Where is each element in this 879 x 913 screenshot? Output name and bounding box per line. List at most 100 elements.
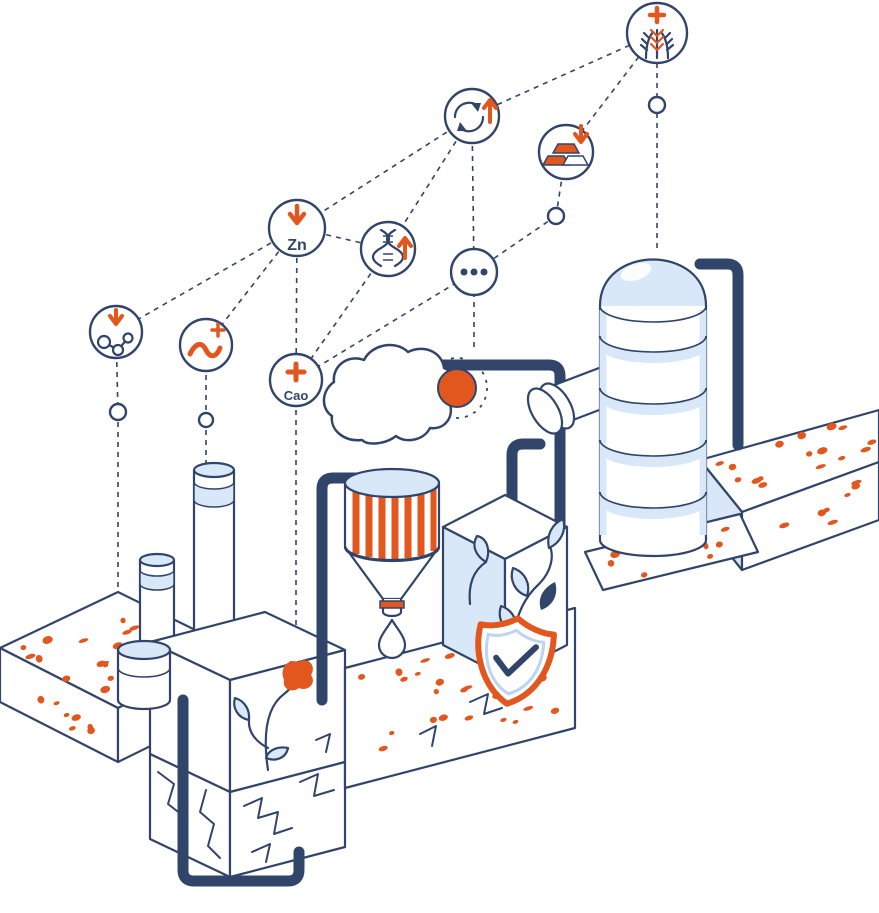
soil-dots xyxy=(779,479,862,529)
soil-dots xyxy=(607,526,730,578)
funnel-stripe xyxy=(430,486,437,551)
crack xyxy=(243,797,293,835)
soil-cracks xyxy=(157,733,335,863)
shield-checkmark-icon xyxy=(493,644,540,677)
cloud-shape xyxy=(322,343,458,445)
connector xyxy=(471,115,475,273)
recycle-arrowhead xyxy=(471,103,481,112)
sprig-stem xyxy=(468,560,488,606)
arrow-down-icon xyxy=(287,203,307,226)
crack xyxy=(199,789,221,859)
plus-glyph xyxy=(210,322,226,338)
crack xyxy=(419,725,437,747)
soil-particle xyxy=(867,439,877,445)
ring-seam xyxy=(599,491,707,509)
wheat-grains xyxy=(639,31,675,52)
node-minerals xyxy=(537,123,595,181)
small-tank xyxy=(116,639,172,711)
soil-particle xyxy=(734,477,742,483)
connector-dot xyxy=(197,411,215,429)
recycle-up-icon xyxy=(453,98,498,133)
soil-particle xyxy=(851,479,862,486)
leaf xyxy=(473,534,490,564)
soil-particle xyxy=(42,636,53,644)
icon-nodes: Zn xyxy=(88,1,689,429)
growth-box xyxy=(441,493,569,679)
gold-bars-down-icon xyxy=(541,124,590,166)
spout-flange xyxy=(379,600,405,609)
soil-particle xyxy=(523,706,534,711)
soil-particle xyxy=(460,687,468,693)
soil-particle xyxy=(500,717,507,722)
soil-particle xyxy=(63,712,70,718)
connector-dot xyxy=(546,206,566,226)
funnel-stripe xyxy=(391,486,399,559)
soil-particle xyxy=(101,660,110,666)
dome-highlight xyxy=(620,262,652,282)
crack xyxy=(315,733,331,753)
funnel-stripes xyxy=(352,486,437,559)
soil-particle xyxy=(69,726,76,731)
soil-particle xyxy=(550,707,560,714)
leaf xyxy=(510,566,530,598)
node-dna xyxy=(359,220,417,278)
soil-particle xyxy=(53,701,60,706)
ring-band xyxy=(600,440,706,467)
funnel-stripe xyxy=(417,486,425,556)
up-arrow-glyph xyxy=(482,98,498,124)
node-label-cao: Cao xyxy=(284,388,309,403)
cloud xyxy=(322,343,458,445)
soil-particle xyxy=(720,526,730,532)
soil-particle xyxy=(607,559,615,567)
dna-up-icon xyxy=(371,228,413,268)
molecule-down-icon xyxy=(96,308,134,357)
leaf xyxy=(547,517,566,550)
dome-seam xyxy=(599,305,707,323)
soil-particle xyxy=(797,431,807,440)
sun xyxy=(437,368,477,408)
protection-shield xyxy=(475,615,557,707)
wheat-stalk xyxy=(659,30,670,60)
node-wheat xyxy=(625,1,689,65)
node-molecule xyxy=(88,304,144,360)
wheat-plus-icon xyxy=(639,5,675,60)
soil-particle xyxy=(827,519,838,526)
funnel-stripe xyxy=(365,486,373,557)
soil-particle xyxy=(400,676,408,682)
plus-glyph xyxy=(647,5,667,25)
funnel-rim xyxy=(343,467,441,499)
gold-bar xyxy=(561,155,590,166)
gold-bar xyxy=(551,143,581,154)
ring-seam xyxy=(599,387,707,405)
soil-particle xyxy=(758,482,768,488)
soil-particle xyxy=(817,447,828,455)
soil-particle xyxy=(844,492,851,498)
soil-particle xyxy=(389,730,395,736)
storage-tank xyxy=(598,258,708,558)
plus-icon xyxy=(285,361,307,383)
tall-chimney xyxy=(192,461,236,649)
leaf-navy xyxy=(539,582,557,610)
soil-particle xyxy=(815,464,826,470)
down-arrow-glyph xyxy=(108,308,124,326)
tank-body xyxy=(598,305,708,558)
soil-particle xyxy=(395,668,403,676)
soil-particle xyxy=(512,719,519,724)
chimney-band xyxy=(139,569,175,591)
flange-ring xyxy=(526,387,564,435)
tank-rings xyxy=(599,335,707,519)
node-recycle xyxy=(443,87,501,145)
soil-particle xyxy=(860,446,871,453)
funnel-stripe xyxy=(352,486,360,554)
node-worm xyxy=(178,317,234,373)
soil-particle xyxy=(838,455,846,461)
ellipsis-dot xyxy=(480,268,488,276)
soil-particle xyxy=(25,653,36,660)
soil-particle xyxy=(757,476,764,481)
shield-inner-line xyxy=(484,628,546,696)
orange-leaf xyxy=(282,660,313,691)
ring-band xyxy=(600,388,706,415)
soil-dots xyxy=(37,695,95,735)
soil-dots xyxy=(20,617,181,694)
